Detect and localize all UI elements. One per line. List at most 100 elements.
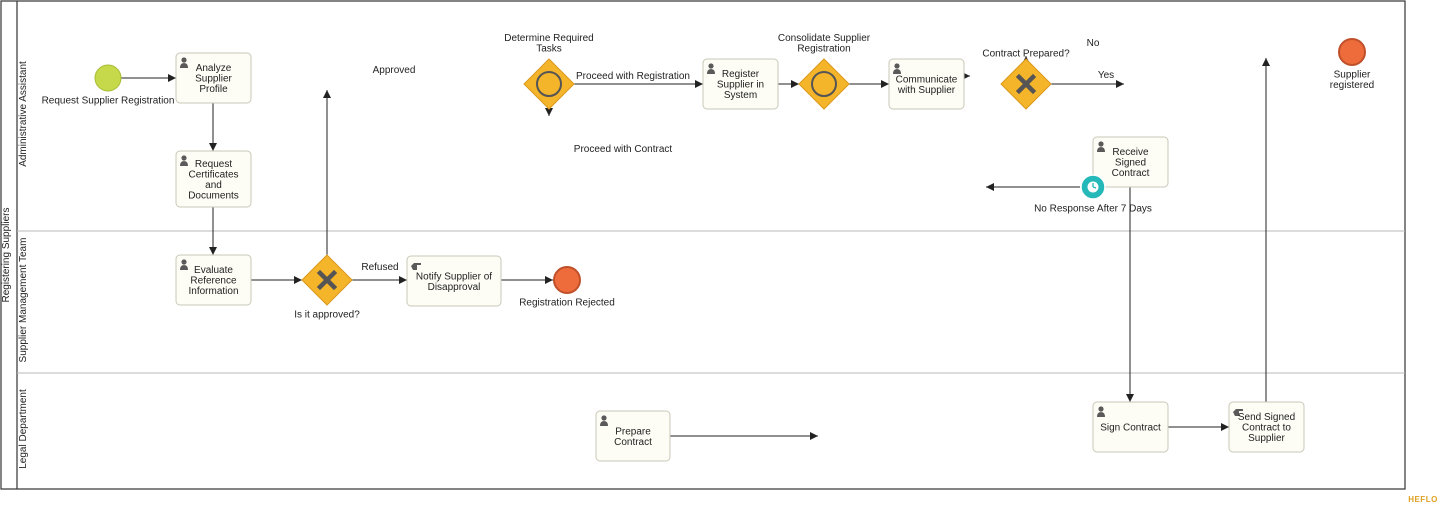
task-label-line: Contract (1112, 168, 1150, 179)
pool-frame (0, 0, 1406, 490)
event-rejected[interactable]: Registration Rejected (519, 266, 615, 309)
task-label-line: Request (195, 159, 232, 170)
task-box (888, 58, 965, 110)
task-label-line: System (724, 90, 757, 101)
gateway-approved[interactable]: Is it approved? (294, 254, 360, 321)
flow-label-approved: Approved (373, 65, 416, 76)
gateway-label-line: Tasks (536, 43, 562, 54)
event-label: Registration Rejected (519, 298, 615, 309)
lane-name-admin: Administrative Assistant (18, 61, 29, 167)
user-icon (1097, 141, 1105, 152)
gateway-label-line: Determine Required (504, 33, 594, 44)
task-box (1228, 401, 1305, 453)
flow-label-proceed-registration: Proceed with Registration (576, 71, 690, 82)
pool-name: Registering Suppliers (1, 207, 12, 302)
task-label-line: Profile (199, 84, 228, 95)
gateway-label: Contract Prepared? (982, 49, 1070, 60)
sequence-flows (121, 56, 1270, 440)
event-timer[interactable]: No Response After 7 Days (1034, 174, 1152, 215)
user-icon (707, 63, 715, 74)
flow-label-proceed-contract: Proceed with Contract (574, 144, 673, 155)
task-label-line: Supplier (195, 74, 232, 85)
task-label-line: Send Signed (1238, 412, 1295, 423)
task-label-line: with Supplier (897, 85, 956, 96)
task-label-line: Disapproval (428, 282, 481, 293)
gateway-diamond (523, 58, 575, 110)
event-label-line: registered (1330, 80, 1374, 91)
user-icon (180, 259, 188, 270)
task-label-line: Contract to (1242, 423, 1291, 434)
task-box (1092, 136, 1169, 188)
event-label-line: Registration Rejected (519, 298, 615, 309)
task-label-line: Receive (1112, 147, 1149, 158)
start-event-circle (94, 64, 122, 92)
gateway-label-line: Consolidate Supplier (778, 33, 871, 44)
lane-name-smt: Supplier Management Team (18, 238, 29, 363)
task-label-line: Certificates (188, 169, 238, 180)
circle-mark-icon (811, 71, 837, 97)
task-label-line: and (205, 180, 222, 191)
hand-icon (411, 263, 421, 270)
clock-icon (1087, 181, 1099, 193)
hand-icon (1233, 409, 1243, 416)
task-label-line: Evaluate (194, 265, 233, 276)
task-label-line: Sign Contract (1100, 423, 1161, 434)
x-mark-icon (316, 269, 338, 291)
task-sign[interactable]: Sign Contract (1092, 401, 1169, 453)
task-label-line: Supplier (1248, 433, 1285, 444)
gateway-label-line: Is it approved? (294, 310, 360, 321)
task-label-line: Register (722, 69, 760, 80)
task-box (175, 52, 252, 104)
task-box (595, 410, 671, 462)
task-box (175, 150, 252, 208)
task-label-line: Documents (188, 190, 239, 201)
task-label-line: Information (188, 286, 238, 297)
gateway-label-line: Registration (797, 43, 850, 54)
x-mark-icon (1015, 73, 1037, 95)
gateway-diamond (798, 58, 850, 110)
task-box (1092, 401, 1169, 453)
circle-mark-icon (536, 71, 562, 97)
task-label: Sign Contract (1100, 423, 1161, 434)
event-label-line: Supplier (1334, 70, 1371, 81)
event-start[interactable]: Request Supplier Registration (42, 64, 175, 107)
gateway-contract[interactable]: Contract Prepared? (982, 49, 1070, 110)
lane-name-legal: Legal Department (18, 389, 29, 469)
task-label-line: Prepare (615, 426, 651, 437)
task-label-line: Notify Supplier of (416, 271, 492, 282)
user-icon (180, 155, 188, 166)
task-label-line: Contract (614, 437, 652, 448)
task-box (175, 254, 252, 306)
event-label: Request Supplier Registration (42, 96, 175, 107)
task-box (406, 255, 502, 307)
task-label-line: Reference (190, 276, 237, 287)
event-label: No Response After 7 Days (1034, 204, 1152, 215)
user-icon (1097, 406, 1105, 417)
end-event-circle (553, 266, 581, 294)
